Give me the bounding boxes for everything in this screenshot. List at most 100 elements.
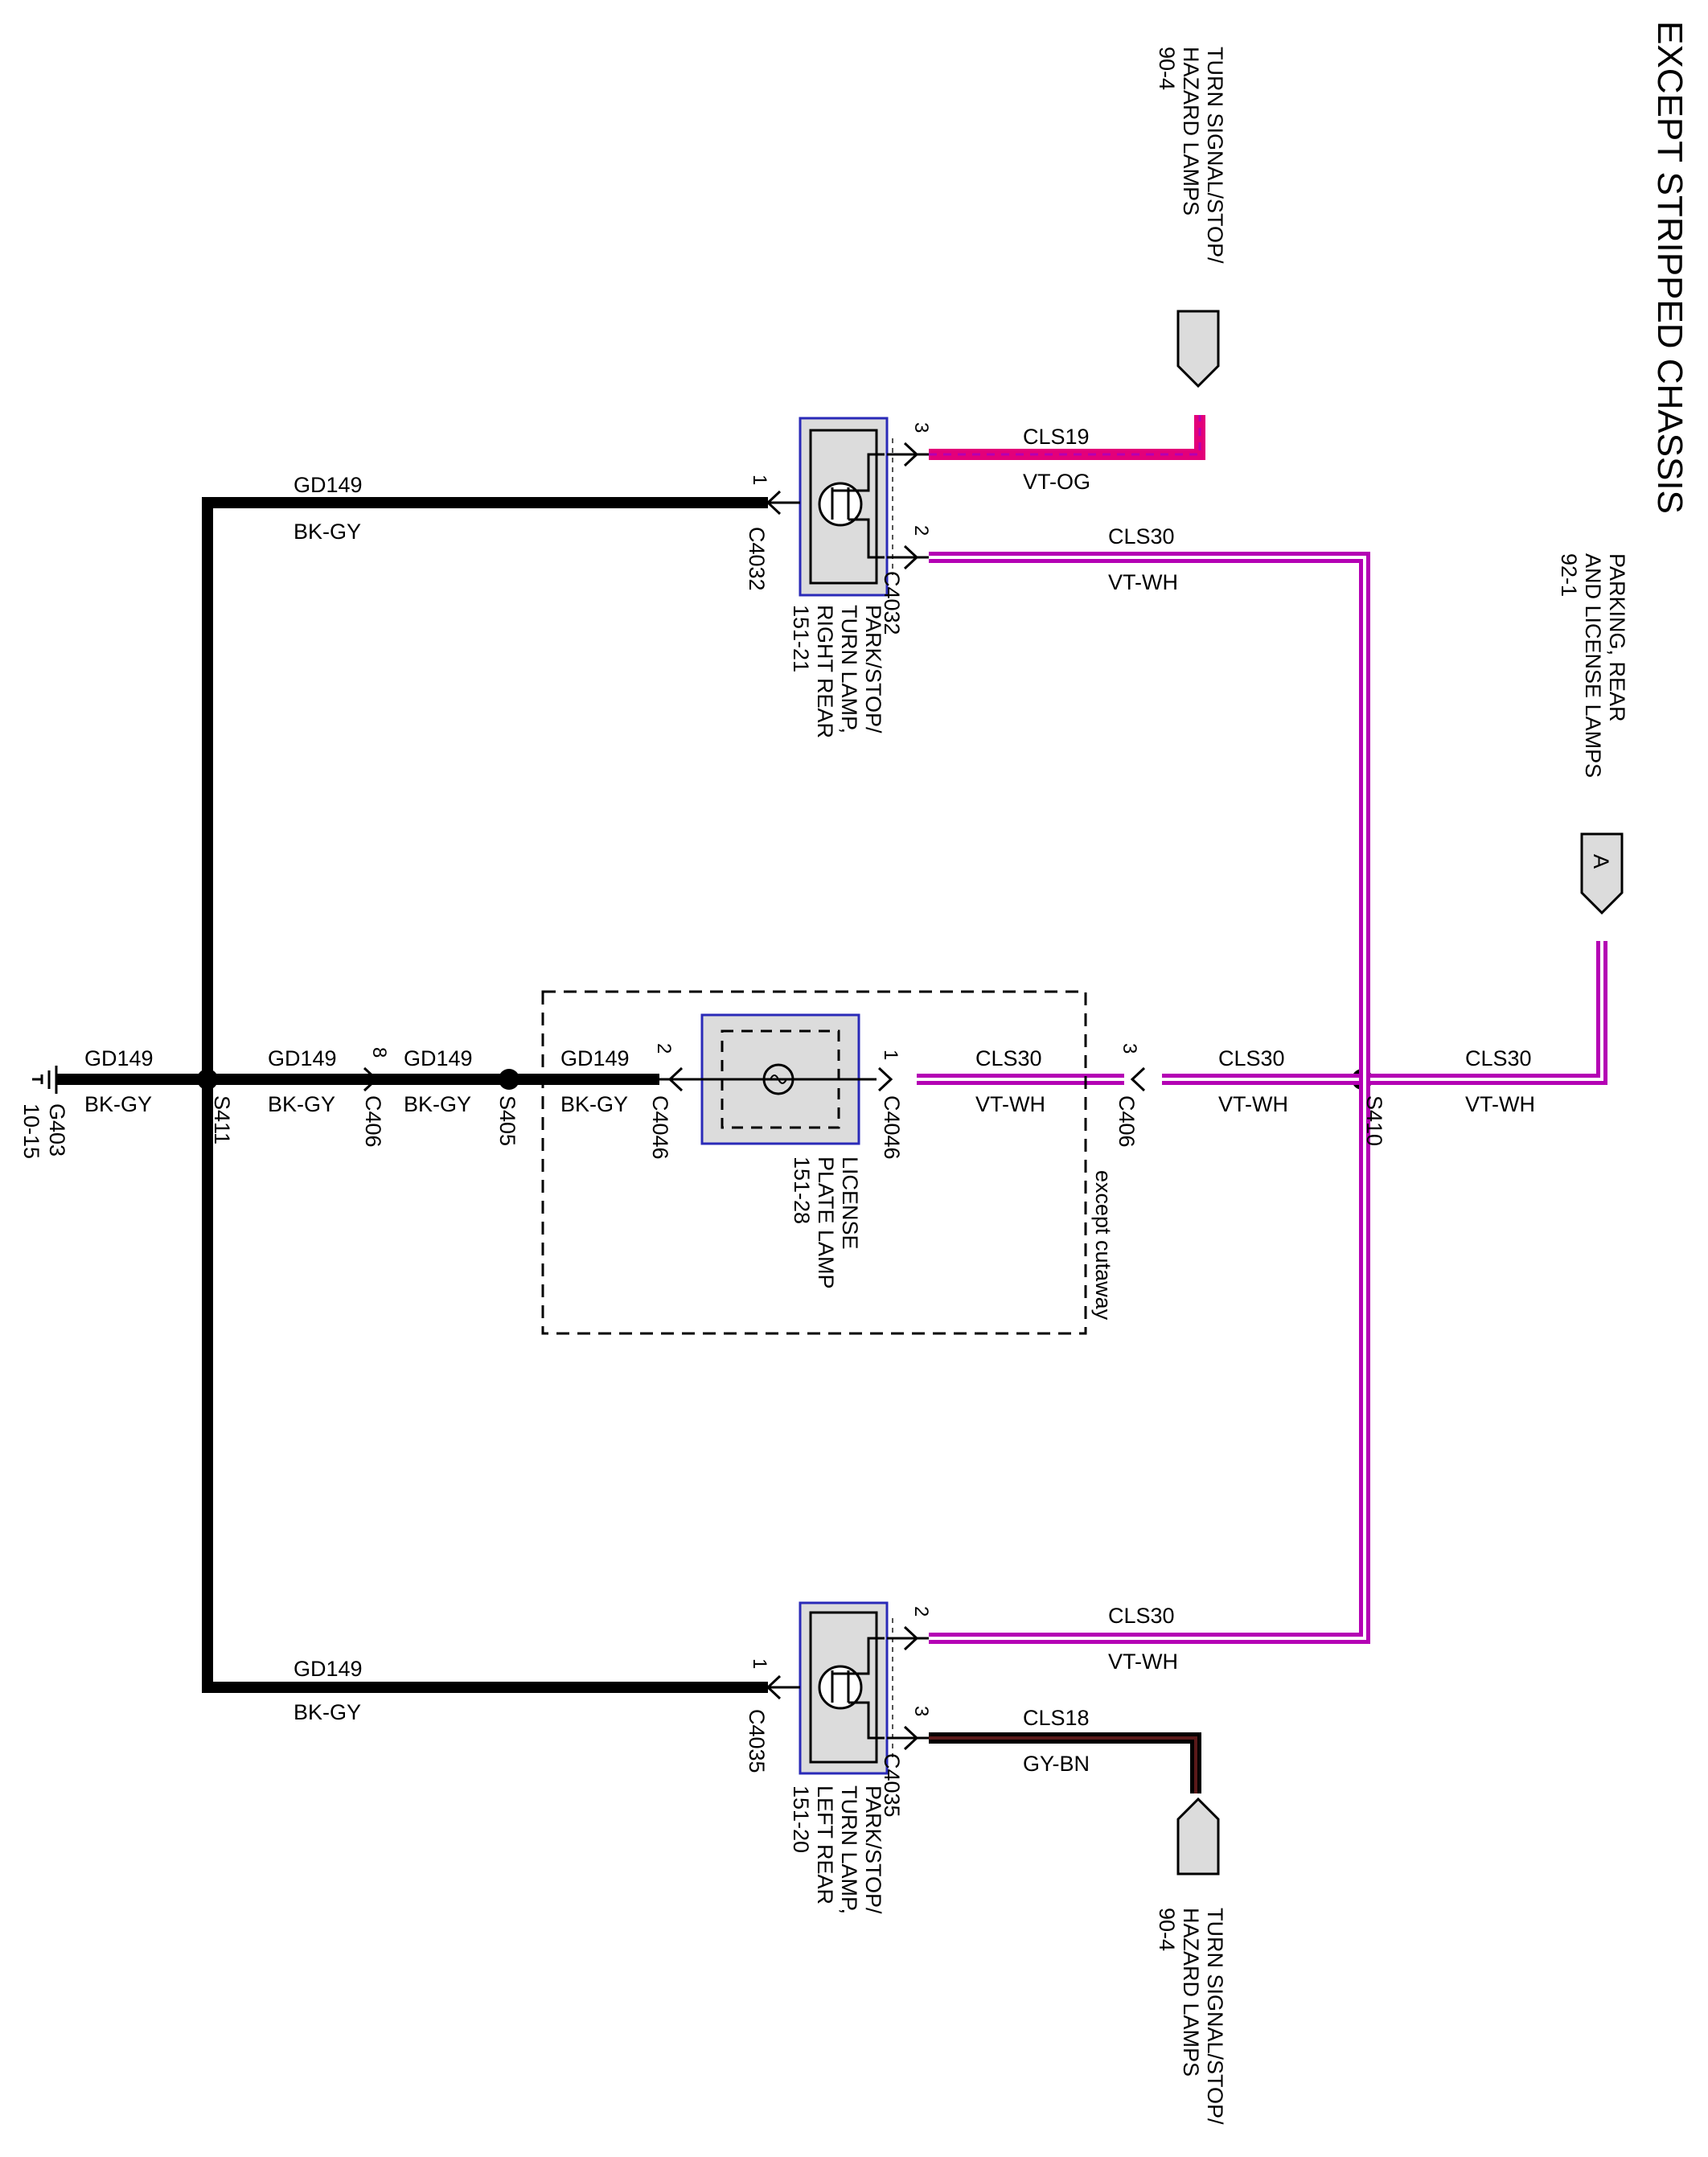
svg-text:AND LICENSE LAMPS: AND LICENSE LAMPS <box>1581 553 1605 778</box>
wire-label-gd149: GD149 <box>560 1046 630 1070</box>
wire-color-gy-bn: GY-BN <box>1023 1752 1090 1776</box>
pin-number: 3 <box>1119 1043 1140 1054</box>
wire-color-vt-wh: VT-WH <box>1218 1092 1288 1116</box>
wire-label-gd149: GD149 <box>404 1046 473 1070</box>
wire-color-vt-wh: VT-WH <box>1108 570 1178 594</box>
svg-text:90-4: 90-4 <box>1155 1908 1179 1951</box>
pin-number: 1 <box>880 1050 901 1060</box>
splice-label-s410: S410 <box>1362 1095 1386 1146</box>
splice-s405-dot <box>499 1069 519 1090</box>
splice-label-s405: S405 <box>495 1095 519 1146</box>
splice-s411-dot <box>197 1069 218 1090</box>
turn-signal-bottom-label: TURN SIGNAL/STOP/ HAZARD LAMPS 90-4 <box>1155 1908 1227 2125</box>
turn-signal-bottom-offpage-icon <box>1176 1797 1220 1876</box>
svg-text:LEFT REAR: LEFT REAR <box>813 1785 837 1904</box>
svg-text:HAZARD LAMPS: HAZARD LAMPS <box>1179 1908 1203 2077</box>
pin-number: 2 <box>653 1043 675 1054</box>
wire-label-gd149: GD149 <box>294 1657 363 1681</box>
pin-number: 3 <box>910 1706 932 1716</box>
c4032-pin1-chevron-icon <box>766 490 782 516</box>
svg-text:PARK/STOP/: PARK/STOP/ <box>861 605 885 733</box>
connector-label-c4035: C4035 <box>880 1753 904 1818</box>
wire-label-gd149: GD149 <box>294 473 363 497</box>
wire-label-cls30: CLS30 <box>975 1046 1042 1070</box>
bulb-icon <box>818 482 863 527</box>
wire-color-bk-gy: BK-GY <box>84 1092 152 1116</box>
connector-label-c406: C406 <box>361 1095 385 1148</box>
cls30-wiring <box>917 552 1607 1644</box>
wire-label-gd149: GD149 <box>84 1046 154 1070</box>
wire-label-gd149: GD149 <box>268 1046 337 1070</box>
c4046-pin2-chevron-icon <box>667 1066 684 1092</box>
svg-text:TURN LAMP,: TURN LAMP, <box>837 1785 861 1914</box>
wire-label-cls30: CLS30 <box>1108 1604 1175 1628</box>
pin-number: 1 <box>749 1658 770 1669</box>
wire-color-bk-gy: BK-GY <box>268 1092 335 1116</box>
pin-number: 8 <box>368 1047 390 1058</box>
svg-text:151-28: 151-28 <box>790 1157 814 1224</box>
diagram-title: EXCEPT STRIPPED CHASSIS <box>1650 21 1690 514</box>
bulb-icon <box>818 1665 863 1710</box>
wire-label-cls30: CLS30 <box>1465 1046 1532 1070</box>
pin-number: 2 <box>910 525 932 536</box>
right-rear-lamp <box>799 417 893 597</box>
wire-label-cls30: CLS30 <box>1218 1046 1285 1070</box>
c406-pin8-chevron-icon <box>363 1066 379 1092</box>
c4032-pin3-chevron-icon <box>903 442 919 467</box>
cls19-wiring <box>929 415 1205 460</box>
connector-label-c4032: C4032 <box>880 571 904 635</box>
wire-color-bk-gy: BK-GY <box>294 1700 361 1724</box>
pin-number: 2 <box>910 1606 932 1617</box>
connector-chevrons <box>363 442 1146 1751</box>
ground-symbol-icon <box>32 1066 58 1094</box>
svg-text:151-20: 151-20 <box>789 1785 813 1853</box>
svg-text:TURN SIGNAL/STOP/: TURN SIGNAL/STOP/ <box>1203 47 1227 264</box>
ground-ref: 10-15 <box>19 1103 43 1159</box>
svg-text:LICENSE: LICENSE <box>838 1157 862 1250</box>
c4035-pin3-chevron-icon <box>903 1725 919 1751</box>
svg-text:PARKING, REAR: PARKING, REAR <box>1605 553 1629 722</box>
wire-color-bk-gy: BK-GY <box>404 1092 471 1116</box>
wire-color-vt-wh: VT-WH <box>975 1092 1045 1116</box>
wire-color-vt-og: VT-OG <box>1023 470 1090 494</box>
svg-text:151-21: 151-21 <box>789 605 813 672</box>
parking-offpage-letter: A <box>1589 854 1613 869</box>
svg-text:TURN LAMP,: TURN LAMP, <box>837 605 861 733</box>
left-rear-lamp <box>799 1601 893 1775</box>
svg-text:HAZARD LAMPS: HAZARD LAMPS <box>1179 47 1203 216</box>
ground-wiring <box>56 497 768 1693</box>
c4035-pin1-chevron-icon <box>766 1674 782 1700</box>
parking-offpage-icon <box>1580 832 1624 915</box>
svg-text:PARK/STOP/: PARK/STOP/ <box>861 1785 885 1914</box>
wire-color-vt-wh: VT-WH <box>1465 1092 1535 1116</box>
except-cutaway-label: except cutaway <box>1091 1170 1115 1321</box>
pin-number: 1 <box>749 475 770 485</box>
connector-label-c4046: C4046 <box>880 1095 904 1160</box>
wire-label-cls19: CLS19 <box>1023 425 1090 449</box>
wire-color-vt-wh: VT-WH <box>1108 1650 1178 1674</box>
parking-rear-license-label: PARKING, REAR AND LICENSE LAMPS 92-1 <box>1557 553 1629 778</box>
splice-label-s411: S411 <box>210 1095 234 1144</box>
cls18-wiring <box>929 1732 1201 1793</box>
connector-label-c4035: C4035 <box>745 1709 769 1773</box>
c4046-pin1-chevron-icon <box>877 1066 893 1092</box>
license-plate-lamp-label: LICENSE PLATE LAMP 151-28 <box>790 1157 862 1289</box>
c406-pin3-chevron-icon <box>1130 1066 1146 1092</box>
pin-number: 3 <box>910 422 932 433</box>
wire-color-bk-gy: BK-GY <box>560 1092 628 1116</box>
ground-label-g403: G403 <box>45 1103 69 1157</box>
connector-label-c4046: C4046 <box>648 1095 672 1160</box>
turn-signal-top-label: TURN SIGNAL/STOP/ HAZARD LAMPS 90-4 <box>1155 47 1227 264</box>
left-rear-lamp-label: PARK/STOP/ TURN LAMP, LEFT REAR 151-20 <box>789 1785 885 1914</box>
except-cutaway-box <box>541 990 1087 1335</box>
svg-text:PLATE LAMP: PLATE LAMP <box>814 1157 838 1289</box>
svg-text:90-4: 90-4 <box>1155 47 1179 90</box>
svg-text:RIGHT REAR: RIGHT REAR <box>813 605 837 738</box>
c4035-pin2-chevron-icon <box>903 1625 919 1651</box>
wire-label-cls30: CLS30 <box>1108 524 1175 548</box>
wire-label-cls18: CLS18 <box>1023 1706 1090 1730</box>
turn-signal-top-offpage-icon <box>1176 310 1220 388</box>
wire-color-bk-gy: BK-GY <box>294 520 361 544</box>
svg-text:TURN SIGNAL/STOP/: TURN SIGNAL/STOP/ <box>1203 1908 1227 2125</box>
